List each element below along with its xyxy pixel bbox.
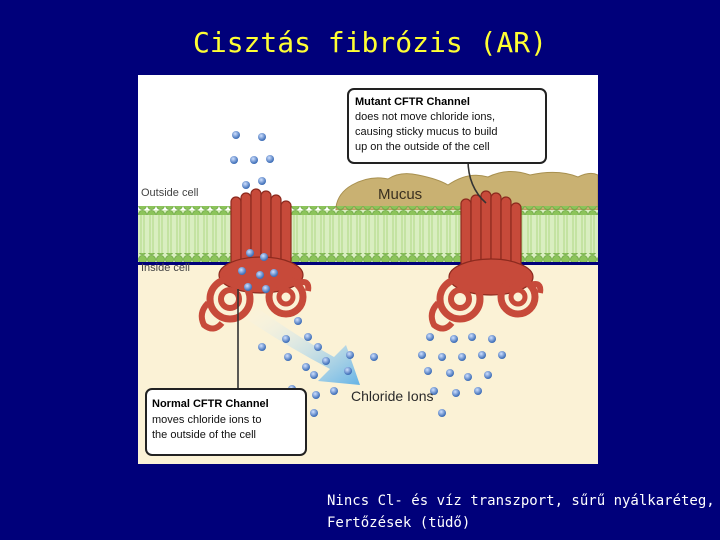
normal-cftr-callout: Normal CFTR Channel moves chloride ions … — [146, 389, 306, 455]
normal-callout-title: Normal CFTR Channel — [152, 398, 269, 410]
mutant-callout-line-3: up on the outside of the cell — [355, 141, 490, 153]
mucus-label: Mucus — [378, 186, 422, 203]
cell-membrane — [138, 206, 598, 262]
caption-line-1: Nincs Cl- és víz transzport, sűrű nyálka… — [327, 490, 717, 512]
mutant-callout-line-1: does not move chloride ions, — [355, 111, 495, 123]
cftr-diagram: Outside cell Inside cell Mucus Chloride … — [138, 75, 598, 464]
normal-callout-line-2: the outside of the cell — [152, 429, 256, 441]
normal-callout-line-1: moves chloride ions to — [152, 414, 261, 426]
caption-line-2: Fertőzések (tüdő) — [327, 512, 717, 534]
slide-title: Cisztás fibrózis (AR) — [0, 26, 720, 59]
mutant-cftr-callout: Mutant CFTR Channel does not move chlori… — [348, 89, 546, 163]
slide-caption: Nincs Cl- és víz transzport, sűrű nyálka… — [327, 490, 717, 534]
chloride-ions-label: Chloride Ions — [351, 388, 434, 404]
mutant-callout-line-2: causing sticky mucus to build — [355, 126, 497, 138]
outside-cell-label: Outside cell — [141, 187, 198, 199]
mutant-callout-title: Mutant CFTR Channel — [355, 96, 470, 108]
inside-cell-label: Inside cell — [141, 262, 190, 274]
